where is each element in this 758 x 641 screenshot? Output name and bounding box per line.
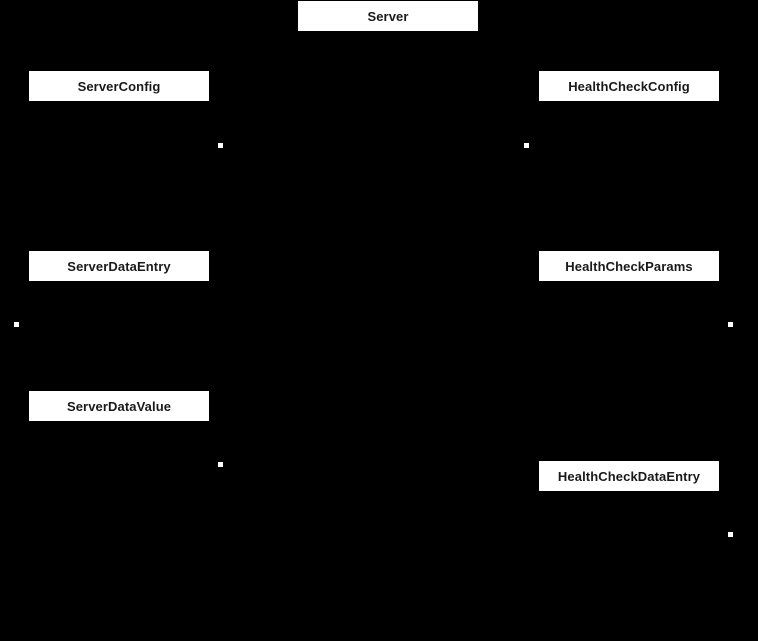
edge-marker-dot-3 bbox=[14, 322, 19, 327]
node-server-config[interactable]: ServerConfig bbox=[29, 71, 209, 101]
node-server[interactable]: Server bbox=[298, 1, 478, 31]
node-health-check-params[interactable]: HealthCheckParams bbox=[539, 251, 719, 281]
node-label-server-data-value: ServerDataValue bbox=[66, 398, 172, 414]
node-label-server-data-entry: ServerDataEntry bbox=[67, 258, 171, 274]
edge-marker-dot-2 bbox=[524, 143, 529, 148]
node-server-data-value[interactable]: ServerDataValue bbox=[29, 391, 209, 421]
node-health-check-data-entry[interactable]: HealthCheckDataEntry bbox=[539, 461, 719, 491]
edge-marker-dot-6 bbox=[728, 532, 733, 537]
edge-marker-dot-1 bbox=[218, 143, 223, 148]
edge-marker-dot-5 bbox=[218, 462, 223, 467]
node-server-data-entry[interactable]: ServerDataEntry bbox=[29, 251, 209, 281]
node-label-health-check-data-entry: HealthCheckDataEntry bbox=[557, 468, 701, 484]
edge-marker-dot-4 bbox=[728, 322, 733, 327]
node-label-server-config: ServerConfig bbox=[77, 78, 161, 94]
node-label-health-check-config: HealthCheckConfig bbox=[568, 78, 690, 94]
node-label-health-check-params: HealthCheckParams bbox=[565, 258, 693, 274]
node-label-server: Server bbox=[367, 8, 409, 24]
node-health-check-config[interactable]: HealthCheckConfig bbox=[539, 71, 719, 101]
